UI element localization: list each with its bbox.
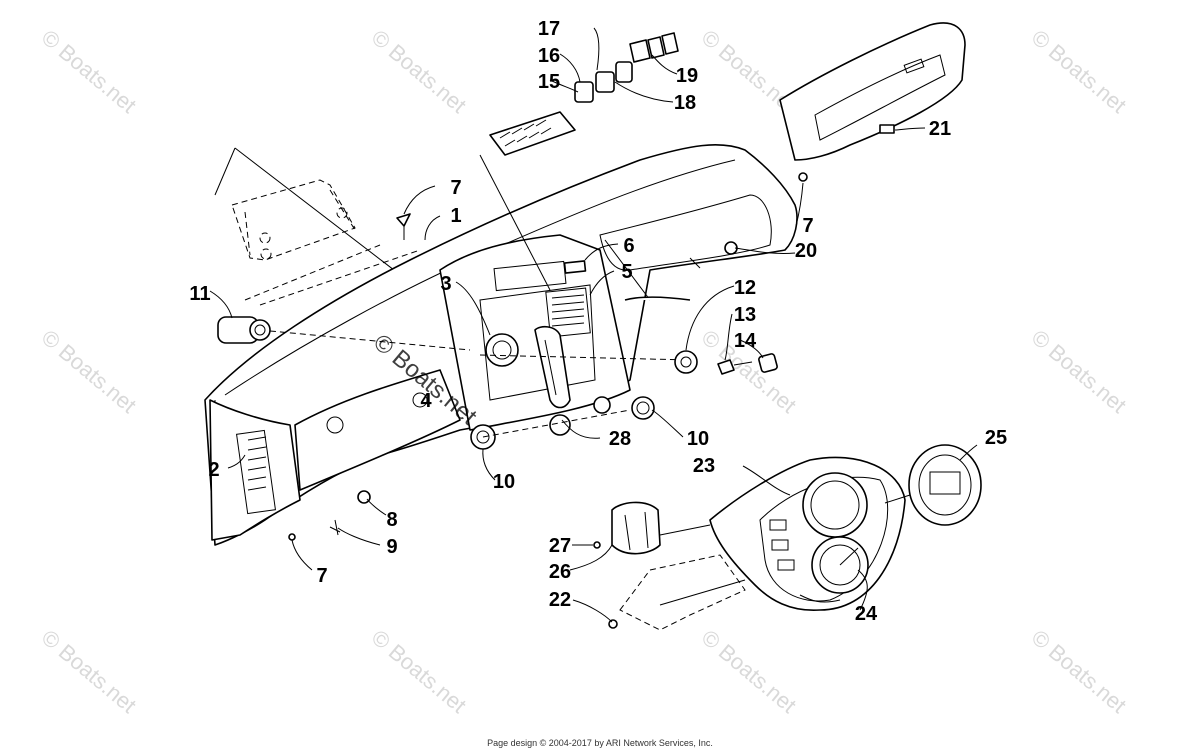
part-23-gauge-housing	[619, 456, 906, 631]
part-15-fuse-block	[479, 111, 576, 291]
watermark: © Boats.net	[37, 325, 141, 418]
part-25-speedometer	[884, 444, 982, 526]
watermark: © Boats.net	[697, 625, 801, 718]
callout-6: 6	[623, 235, 634, 257]
callout-22: 22	[549, 589, 571, 611]
callout-19: 19	[676, 65, 698, 87]
callout-11: 11	[189, 283, 210, 305]
callout-16: 16	[538, 45, 560, 67]
callout-15: 15	[538, 71, 560, 93]
callout-3: 3	[440, 273, 451, 295]
callout-26: 26	[549, 561, 571, 583]
watermark: © Boats.net	[37, 625, 141, 718]
callout-8: 8	[386, 509, 397, 531]
callout-27: 27	[549, 535, 571, 557]
watermark: © Boats.net	[1027, 625, 1131, 718]
callout-7: 7	[450, 177, 461, 199]
callout-14: 14	[734, 330, 757, 352]
callout-7: 7	[802, 215, 813, 237]
watermark: © Boats.net	[367, 25, 471, 118]
callout-10: 10	[687, 428, 709, 450]
callout-12: 12	[734, 277, 756, 299]
callout-9: 9	[386, 536, 397, 558]
leader-lines	[209, 27, 978, 623]
dashboard-panel	[204, 144, 798, 546]
part-10-plugs	[470, 396, 655, 450]
callout-13: 13	[734, 304, 756, 326]
callout-17: 17	[538, 18, 560, 40]
callout-23: 23	[693, 455, 715, 477]
parts-12-14-ignition	[674, 350, 778, 375]
part-11-switch	[217, 316, 271, 344]
callout-4: 4	[420, 390, 432, 412]
callout-7: 7	[316, 565, 327, 587]
watermark: © Boats.net	[37, 25, 141, 118]
callout-24: 24	[855, 603, 878, 625]
watermark: © Boats.net	[1027, 325, 1131, 418]
callout-labels: 1 2 3 4 5 6 7 7 7 8 9 10 10 11 12 13 14 …	[189, 18, 1007, 625]
callout-1: 1	[450, 205, 461, 227]
callout-10: 10	[493, 471, 515, 493]
callout-25: 25	[985, 427, 1007, 449]
parts-16-19-fuses	[574, 32, 679, 103]
watermark: © Boats.net	[367, 625, 471, 718]
page-footer: Page design © 2004-2017 by ARI Network S…	[487, 738, 713, 748]
part-21-cover	[779, 22, 966, 161]
callout-18: 18	[674, 92, 696, 114]
callout-20: 20	[795, 240, 817, 262]
callout-21: 21	[929, 118, 951, 140]
mounting-bracket	[214, 147, 421, 306]
callout-2: 2	[208, 459, 219, 481]
part-26-ring	[611, 501, 711, 555]
watermark: © Boats.net	[1027, 25, 1131, 118]
callout-5: 5	[621, 261, 632, 283]
callout-28: 28	[609, 428, 631, 450]
